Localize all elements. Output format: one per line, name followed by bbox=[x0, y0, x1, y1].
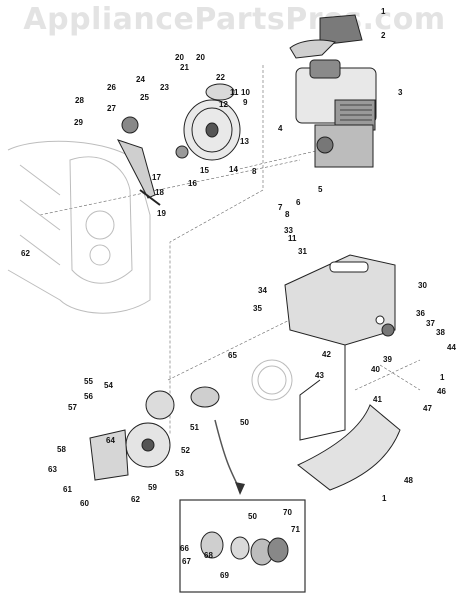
callout-65: 65 bbox=[228, 351, 237, 360]
callout-1: 1 bbox=[381, 7, 386, 16]
callout-8: 8 bbox=[285, 210, 290, 219]
callout-48: 48 bbox=[404, 476, 413, 485]
callout-6: 6 bbox=[296, 198, 301, 207]
callout-18: 18 bbox=[155, 188, 164, 197]
callout-2: 2 bbox=[381, 31, 386, 40]
callout-13: 13 bbox=[240, 137, 249, 146]
callout-26: 26 bbox=[107, 83, 116, 92]
callout-17: 17 bbox=[152, 173, 161, 182]
callout-11: 11 bbox=[288, 234, 297, 243]
callout-64: 64 bbox=[106, 436, 115, 445]
callout-56: 56 bbox=[84, 392, 93, 401]
callout-55: 55 bbox=[84, 377, 93, 386]
callout-14: 14 bbox=[229, 165, 238, 174]
engine bbox=[289, 14, 377, 168]
callout-1: 1 bbox=[440, 373, 445, 382]
callout-16: 16 bbox=[188, 179, 197, 188]
reference-lines bbox=[39, 65, 421, 435]
callout-23: 23 bbox=[160, 83, 169, 92]
callout-10: 10 bbox=[241, 88, 250, 97]
callout-20: 20 bbox=[196, 53, 205, 62]
shield-panel bbox=[297, 404, 401, 491]
callout-41: 41 bbox=[373, 395, 382, 404]
callout-69: 69 bbox=[220, 571, 229, 580]
callout-63: 63 bbox=[48, 465, 57, 474]
callout-38: 38 bbox=[436, 328, 445, 337]
callout-46: 46 bbox=[437, 387, 446, 396]
arrow-head-icon bbox=[235, 482, 245, 495]
callout-34: 34 bbox=[258, 286, 267, 295]
watermark-logo: AppliancePartsPros.com bbox=[23, 2, 446, 37]
callout-7: 7 bbox=[278, 203, 283, 212]
callout-3: 3 bbox=[398, 88, 403, 97]
callout-29: 29 bbox=[74, 118, 83, 127]
callout-36: 36 bbox=[416, 309, 425, 318]
callout-30: 30 bbox=[418, 281, 427, 290]
callout-50: 50 bbox=[248, 512, 257, 521]
lower-left-assembly bbox=[89, 386, 220, 481]
callout-labels: 1 2 3 4 5 6 7 8 8 9 10 11 11 12 13 14 15… bbox=[21, 7, 456, 580]
callout-25: 25 bbox=[140, 93, 149, 102]
callout-5: 5 bbox=[318, 185, 323, 194]
gear bbox=[251, 359, 293, 401]
detail-arrow bbox=[214, 419, 241, 491]
callout-54: 54 bbox=[104, 381, 113, 390]
callout-43: 43 bbox=[315, 371, 324, 380]
callout-22: 22 bbox=[216, 73, 225, 82]
callout-62: 62 bbox=[21, 249, 30, 258]
pulley-assembly bbox=[116, 83, 241, 206]
callout-33: 33 bbox=[284, 226, 293, 235]
detail-inset bbox=[179, 499, 306, 593]
callout-12: 12 bbox=[219, 100, 228, 109]
frame-plate bbox=[284, 254, 396, 441]
callout-47: 47 bbox=[423, 404, 432, 413]
callout-51: 51 bbox=[190, 423, 199, 432]
callout-4: 4 bbox=[278, 124, 283, 133]
callout-21: 21 bbox=[180, 63, 189, 72]
callout-60: 60 bbox=[80, 499, 89, 508]
callout-31: 31 bbox=[298, 247, 307, 256]
callout-20: 20 bbox=[175, 53, 184, 62]
callout-50: 50 bbox=[240, 418, 249, 427]
callout-35: 35 bbox=[253, 304, 262, 313]
callout-19: 19 bbox=[157, 209, 166, 218]
callout-52: 52 bbox=[181, 446, 190, 455]
auger-housing bbox=[7, 140, 151, 314]
callout-58: 58 bbox=[57, 445, 66, 454]
callout-40: 40 bbox=[371, 365, 380, 374]
callout-42: 42 bbox=[322, 350, 331, 359]
callout-11: 11 bbox=[230, 88, 239, 97]
callout-71: 71 bbox=[291, 525, 300, 534]
callout-28: 28 bbox=[75, 96, 84, 105]
callout-44: 44 bbox=[447, 343, 456, 352]
callout-62: 62 bbox=[131, 495, 140, 504]
callout-67: 67 bbox=[182, 557, 191, 566]
callout-8: 8 bbox=[252, 167, 257, 176]
callout-37: 37 bbox=[426, 319, 435, 328]
callout-39: 39 bbox=[383, 355, 392, 364]
callout-68: 68 bbox=[204, 551, 213, 560]
callout-24: 24 bbox=[136, 75, 145, 84]
callout-15: 15 bbox=[200, 166, 209, 175]
callout-59: 59 bbox=[148, 483, 157, 492]
callout-9: 9 bbox=[243, 98, 248, 107]
callout-1: 1 bbox=[382, 494, 387, 503]
callout-66: 66 bbox=[180, 544, 189, 553]
callout-61: 61 bbox=[63, 485, 72, 494]
callout-57: 57 bbox=[68, 403, 77, 412]
callout-27: 27 bbox=[107, 104, 116, 113]
callout-53: 53 bbox=[175, 469, 184, 478]
callout-70: 70 bbox=[283, 508, 292, 517]
